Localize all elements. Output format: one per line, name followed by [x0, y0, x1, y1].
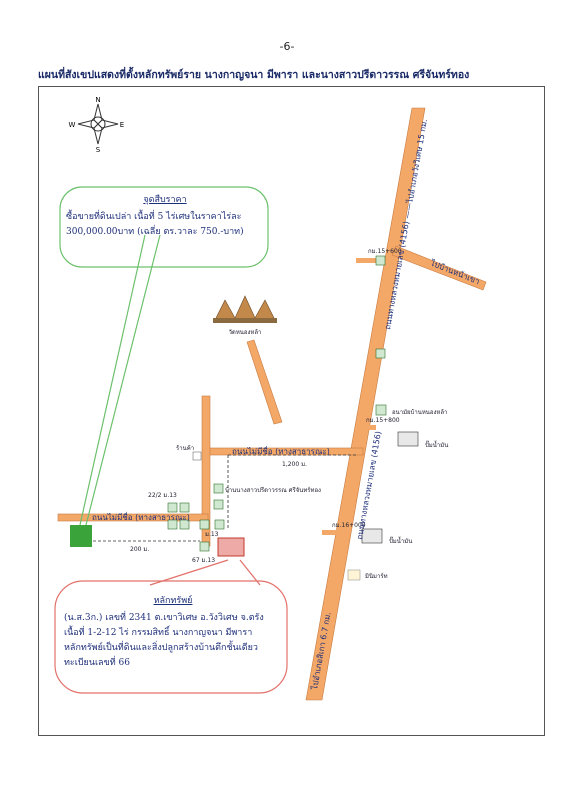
property-callout-outline: [54, 580, 288, 694]
gas-station-1-icon: [397, 431, 419, 447]
house-icons: [167, 255, 386, 552]
dist-200-label: 200 ม.: [130, 546, 149, 553]
km-15600: กม.15+600: [368, 248, 402, 255]
shop-icon: [192, 451, 202, 461]
gas-station-1-label: ปั๊มน้ำมัน: [425, 439, 448, 449]
sale-pointer: [79, 234, 146, 526]
property-callout-line2: เนื้อที่ 1-2-12 ไร่ กรรมสิทธิ์ นางกาญจนา…: [64, 628, 253, 638]
shop-label: ร้านค้า: [176, 445, 194, 452]
km-16000: กม.16+000: [332, 522, 366, 529]
sale-pointer-2: [85, 234, 161, 526]
sale-callout: จุดสืบราคา ซื้อขายที่ดินเปล่า เนื้อที่ 5…: [66, 193, 264, 240]
minimart-icon: [347, 569, 361, 581]
school-label: อนามัยบ้านหนองหล้า: [392, 409, 447, 416]
temple-icon: [213, 295, 277, 323]
stub-road-3: [322, 530, 342, 535]
km-15800: กม.15+800: [366, 417, 400, 424]
road-main-label: ถนนไม่มีชื่อ (ทางสาธารณะ): [232, 445, 330, 456]
sale-callout-line1: ซื้อขายที่ดินเปล่า เนื้อที่ 5 ไร่เศษในรา…: [66, 212, 242, 222]
page-number: -6-: [279, 40, 295, 53]
map-frame: [38, 86, 545, 736]
stub-road-1: [356, 258, 376, 263]
compass-n: N: [95, 96, 100, 104]
branch-road-ban: [391, 245, 487, 291]
sale-plot: [70, 525, 92, 547]
property-callout-line4: ทะเบียนเลขที่ 66: [64, 658, 130, 668]
temple-road: [246, 339, 283, 425]
property-plot: [217, 537, 245, 557]
map-title: แผนที่สังเขปแสดงที่ตั้งหลักทรัพย์ราย นาง…: [38, 69, 470, 81]
house-67-label: 67 ม.13: [192, 557, 215, 564]
stub-road-2: [356, 425, 376, 430]
compass-w: W: [69, 121, 76, 129]
compass-e: E: [120, 121, 124, 129]
minimart-label: มินิมาร์ท: [365, 572, 388, 580]
compass-icon: N S W E: [69, 96, 125, 154]
sale-callout-line2: 300,000.00บาท (เฉลี่ย ตร.วาละ 750.-บาท): [66, 227, 244, 237]
house-22-label: 22/2 ม.13: [148, 492, 177, 499]
property-callout-line3: หลักทรัพย์เป็นที่ดินและสิ่งปลูกสร้างบ้าน…: [64, 643, 258, 653]
dist-1200-label: 1,200 ม.: [282, 461, 307, 468]
property-callout-line1: (น.ส.3ก.) เลขที่ 2341 ต.เขาวิเศษ อ.วังวิ…: [64, 613, 264, 623]
sale-callout-outline: [59, 186, 269, 268]
school-icon: [375, 404, 387, 416]
lower-road: [57, 513, 209, 522]
gas-station-2-icon: [361, 528, 383, 544]
property-callout: หลักทรัพย์ (น.ส.3ก.) เลขที่ 2341 ต.เขาวิ…: [64, 594, 282, 671]
property-callout-heading: หลักทรัพย์: [153, 596, 193, 606]
gas-station-2-label: ปั๊มน้ำมัน: [389, 535, 412, 545]
sale-callout-heading: จุดสืบราคา: [143, 195, 187, 205]
road-side-label: ถนนไม่มีชื่อ (ทางสาธารณะ): [92, 511, 190, 522]
owner-house-label: บ้านนางสาวปรีดาวรรณ ศรีจันทร์ทอง: [225, 486, 321, 494]
house-13-label: ม.13: [205, 531, 219, 538]
compass-s: S: [96, 146, 101, 154]
temple-label: วัดหนองหล้า: [229, 329, 262, 336]
